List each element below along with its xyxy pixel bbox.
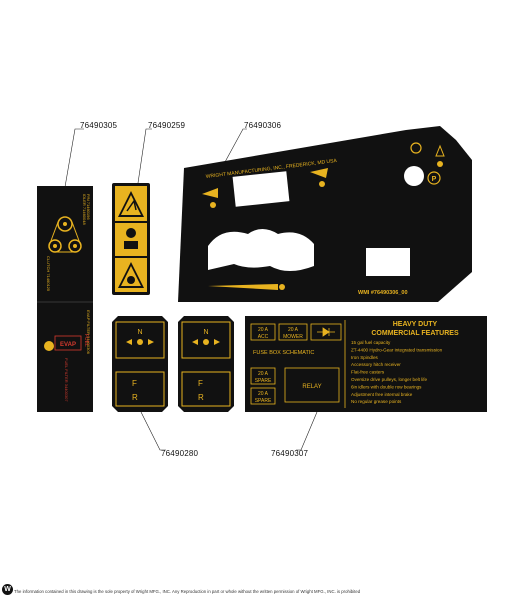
strip-evap-filter-text: EVAP FILTER 34400306 (86, 310, 91, 355)
fuel-filter-text: FUEL FILTER 34400307 (64, 358, 69, 402)
decal-fuse-features: 20 A ACC 20 A MOWER FUSE BOX SCHEMATIC 2… (245, 316, 487, 412)
panel-part-number: WMI #76490306_00 (358, 290, 408, 296)
svg-text:MOWER: MOWER (283, 334, 303, 340)
svg-text:20 A: 20 A (258, 391, 269, 397)
fuse-spare-2: 20 A SPARE (250, 387, 276, 405)
decal-control-right: N F R (178, 316, 234, 412)
svg-text:RELAY: RELAY (302, 384, 321, 390)
park-brake-letter: P (432, 176, 437, 183)
lever-cutout (208, 229, 314, 271)
fuse-schematic-title: FUSE BOX SCHEMATIC (253, 350, 314, 356)
throttle-lever-icon (202, 188, 218, 208)
svg-text:20 A: 20 A (258, 327, 269, 333)
park-brake-icon (427, 171, 441, 185)
fuel-dot-icon (44, 341, 54, 351)
diode-icon (310, 323, 342, 341)
feature-item: Oversize drive pulleys, longer belt life (351, 377, 428, 382)
leader-76490307 (296, 411, 318, 451)
strip-clutch-text: CLUTCH 71460125 (46, 256, 51, 292)
footer-notice: The information contained in this drawin… (14, 589, 361, 594)
neutral-label-left: N (137, 329, 142, 336)
feature-item: 6in idlers with double row bearings (351, 384, 422, 389)
feature-item: 15 gal fuel capacity (351, 340, 391, 345)
steer-arrows-right-icon (192, 339, 220, 345)
feature-item: Flat-free casters (351, 370, 385, 375)
strip-pn-text: P/N 71460196 (86, 194, 91, 220)
reverse-label-right: R (198, 393, 204, 402)
svg-text:20 A: 20 A (258, 371, 269, 377)
fuel-label: FUEL (83, 334, 89, 347)
leader-76490280 (140, 411, 166, 451)
feature-item: ZT-4400 Hydro-Gear integrated transmissi… (351, 347, 443, 352)
ignition-hole (404, 166, 424, 186)
callout-76490305: 76490305 (80, 121, 118, 130)
decal-control-left: N F R (112, 316, 168, 412)
features-title-2: COMMERCIAL FEATURES (371, 330, 459, 337)
evap-label: EVAP (60, 342, 76, 348)
oil-warning-icon (435, 144, 445, 157)
fuse-acc: 20 A ACC (250, 323, 276, 341)
speed-arrow-icon (208, 284, 278, 290)
lever-center-right-icon (203, 339, 209, 345)
features-title-1: HEAVY DUTY (393, 321, 438, 328)
callout-76490307: 76490307 (271, 449, 309, 458)
svg-text:SPARE: SPARE (255, 398, 272, 404)
svg-text:ACC: ACC (258, 334, 269, 340)
steer-arrows-left-icon (126, 339, 154, 345)
choke-lever-icon (310, 168, 328, 187)
decal-warning-pictograms (112, 183, 150, 295)
svg-text:SPARE: SPARE (255, 378, 272, 384)
neutral-label-right: N (203, 329, 208, 336)
fuse-spare-1: 20 A SPARE (250, 367, 276, 385)
callout-76490280: 76490280 (161, 449, 199, 458)
forward-label-left: F (132, 379, 137, 388)
hour-meter-cutout (366, 248, 410, 276)
temperature-icon (437, 161, 443, 167)
svg-text:20 A: 20 A (288, 327, 299, 333)
relay-box: RELAY (284, 367, 340, 403)
decal-left-strip: P/N 71460196 IDLER 71460048 CLUTCH 71460… (37, 186, 93, 412)
callout-76490306: 76490306 (244, 121, 282, 130)
forward-label-right: F (198, 379, 203, 388)
switch-cutout (232, 171, 290, 207)
leader-76490259 (137, 128, 152, 184)
decal-dash-panel: WRIGHT MANUFACTURING, INC., FREDERICK, M… (178, 126, 472, 302)
callout-76490259: 76490259 (148, 121, 186, 130)
leader-76490305 (64, 128, 84, 188)
wright-logo: W (2, 584, 13, 595)
feature-item: Adjustment free internal brake (351, 392, 413, 397)
indicator-light-icon (410, 142, 422, 154)
feature-item: Iron Spindles (351, 355, 379, 360)
feature-item: Accessory hitch receiver (351, 362, 401, 367)
strip-idler-text: IDLER 71460048 (82, 194, 87, 225)
feature-item: No regular grease points (351, 399, 402, 404)
hand-pictogram-icon (115, 223, 147, 256)
speed-turtle-icon (279, 284, 285, 290)
belt-diagram-icon (48, 216, 82, 253)
lever-center-left-icon (137, 339, 143, 345)
reverse-label-left: R (132, 393, 138, 402)
fuse-mower: 20 A MOWER (278, 323, 308, 341)
